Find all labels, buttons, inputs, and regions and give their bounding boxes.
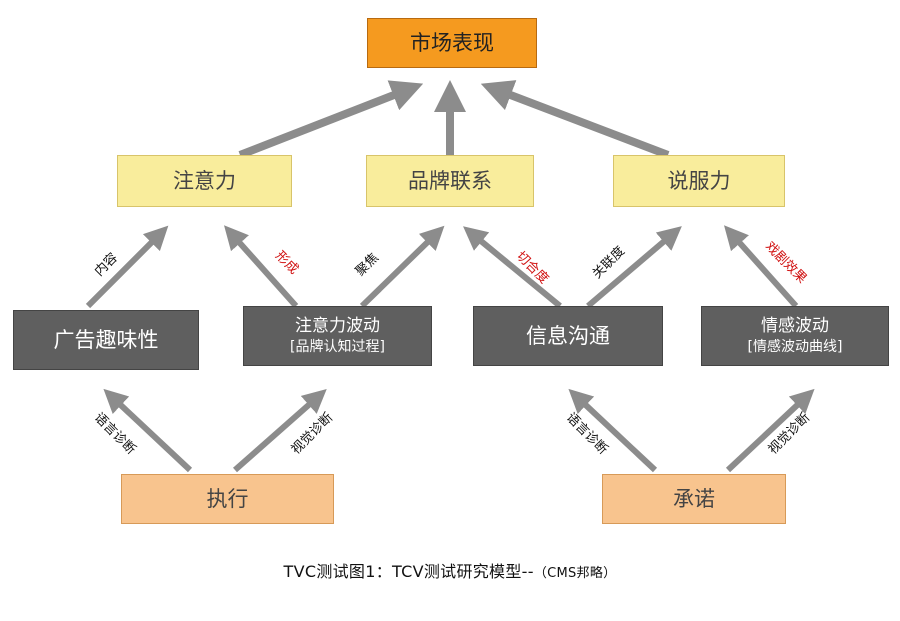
node-promise: 承诺 [602,474,786,524]
node-ad-interest: 广告趣味性 [13,310,199,370]
node-promise-label: 承诺 [673,486,715,511]
node-emotion-wave: 情感波动 [情感波动曲线] [701,306,889,366]
arrow-execution-to-interest [103,388,193,473]
arrow-attwave-to-brand [359,225,445,309]
arrow-persuasion-to-market [480,80,670,159]
arrow-emotion-to-persuasion [724,225,799,308]
node-info-comm-label: 信息沟通 [526,323,610,348]
node-attention-wave: 注意力波动 [品牌认知过程] [243,306,432,366]
arrow-promise-to-info [568,388,658,473]
node-attention-label: 注意力 [173,168,236,193]
node-info-comm: 信息沟通 [473,306,663,366]
arrow-execution-to-attwave [233,389,327,473]
arrow-attwave-to-attention [224,225,299,308]
node-brand-link-label: 品牌联系 [408,168,492,193]
node-attention-wave-line2: [品牌认知过程] [290,339,385,356]
arrow-info-to-brand [463,226,562,309]
caption-main: TVC测试图1：TCV测试研究模型-- [283,562,534,581]
node-ad-interest-label: 广告趣味性 [53,327,159,352]
arrow-attention-to-market [238,80,424,159]
arrow-interest-to-attention [85,225,169,309]
arrow-promise-to-emotion [725,388,815,473]
node-execution: 执行 [121,474,334,524]
caption-tail: （CMS邦略） [533,566,617,581]
node-attention-wave-line1: 注意力波动 [295,316,380,337]
node-market-label: 市场表现 [410,30,494,55]
node-attention: 注意力 [117,155,292,207]
figure-caption: TVC测试图1：TCV测试研究模型--（CMS邦略） [0,558,900,582]
arrow-info-to-persuasion [586,226,682,309]
node-execution-label: 执行 [206,486,249,511]
node-persuasion: 说服力 [613,155,785,207]
node-brand-link: 品牌联系 [366,155,534,207]
node-market: 市场表现 [367,18,537,68]
node-persuasion-label: 说服力 [667,168,731,193]
node-emotion-wave-line2: [情感波动曲线] [747,339,843,356]
node-emotion-wave-line1: 情感波动 [761,316,829,337]
